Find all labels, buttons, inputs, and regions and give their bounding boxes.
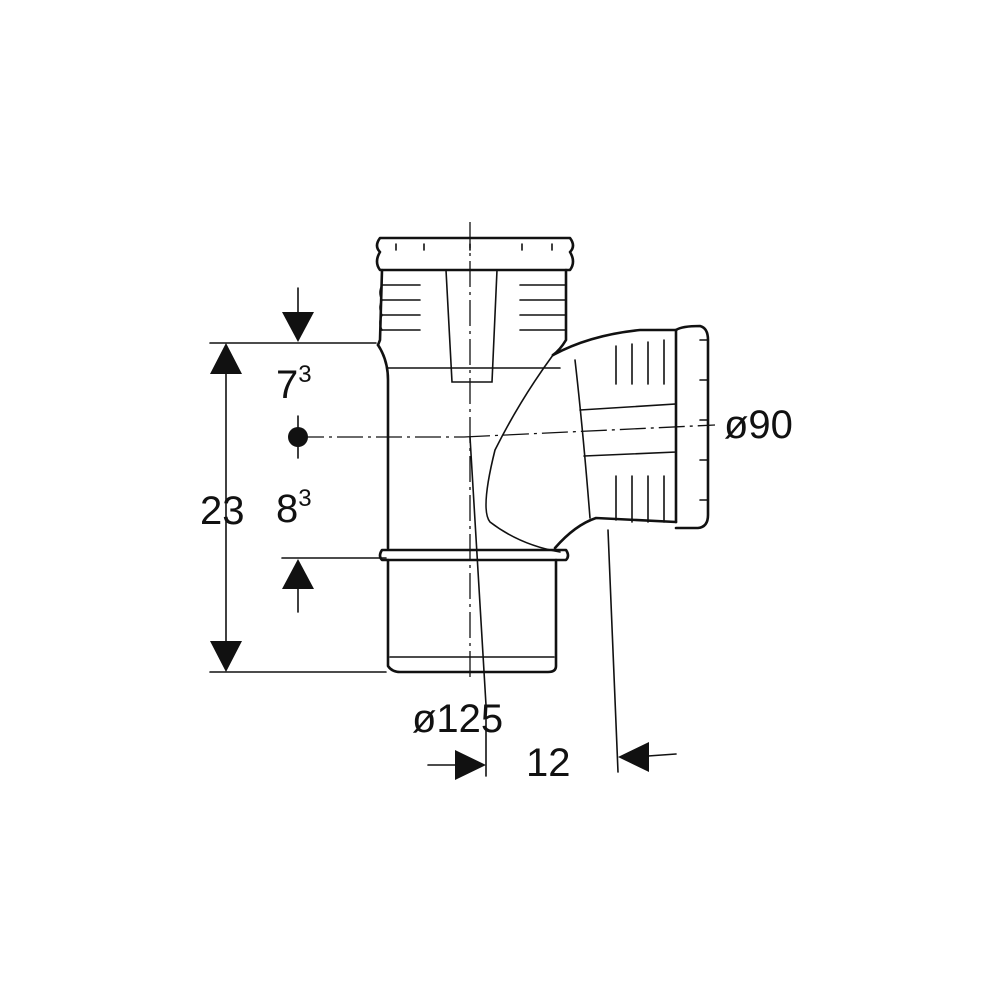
- total-height-label: 23: [200, 489, 245, 533]
- reference-point-dot: [288, 427, 308, 447]
- branch-offset-label: 12: [526, 741, 571, 785]
- dimension-branch-offset: [427, 742, 677, 780]
- arrow-down: [210, 641, 242, 672]
- upper-offset-label: 73: [276, 361, 312, 407]
- lower-offset-label: 83: [276, 485, 312, 531]
- arrow-up: [210, 343, 242, 374]
- main-pipe: [375, 236, 575, 674]
- dimension-offsets: [281, 287, 387, 613]
- branch-diameter-label: ø90: [724, 403, 793, 447]
- diameter-leaders: [469, 436, 619, 777]
- center-lines: [298, 222, 716, 680]
- main-diameter-label: ø125: [412, 697, 503, 741]
- dimension-total-height: [209, 342, 387, 673]
- branch-pipe: [485, 324, 710, 553]
